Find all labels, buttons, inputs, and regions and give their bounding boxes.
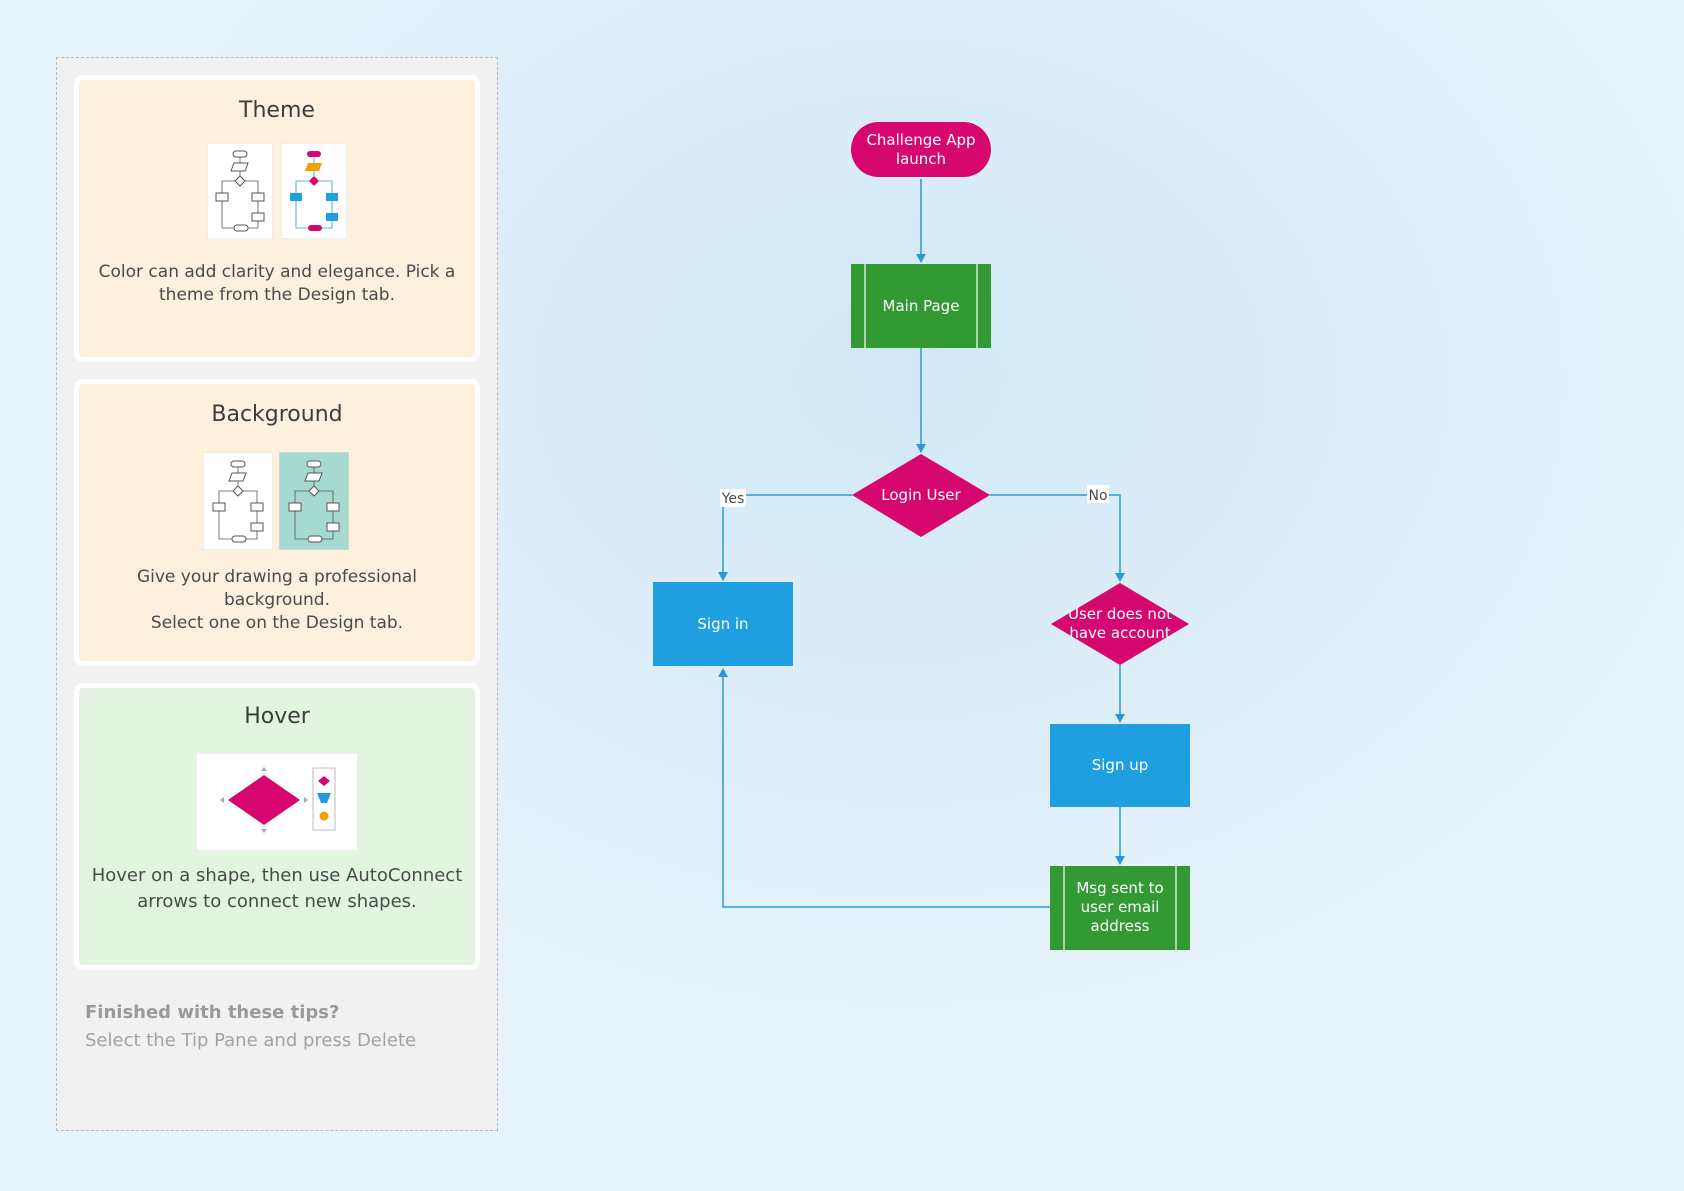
connector-login-no-to-noaccount[interactable]: [990, 494, 1125, 582]
connector-msg-to-signin[interactable]: [718, 668, 1050, 908]
background-tip-text-line1: Give your drawing a professional backgro…: [136, 567, 418, 610]
node-no-account-label-line1: User does not: [1068, 605, 1172, 623]
theme-tip-text-line2: theme from the Design tab.: [159, 285, 395, 305]
flowchart-teal-bg-thumbnail-icon: [279, 452, 349, 550]
finished-tips-title: Finished with these tips?: [85, 1002, 340, 1023]
node-msg-sent[interactable]: Msg sent to user email address: [1050, 866, 1190, 950]
node-no-account[interactable]: User does not have account: [1051, 583, 1189, 665]
hover-tip-text-line2: arrows to connect new shapes.: [137, 891, 417, 912]
node-sign-up[interactable]: Sign up: [1050, 724, 1190, 807]
flowchart-plain-thumbnail-icon: [207, 143, 273, 239]
background-tip-title: Background: [211, 402, 343, 427]
node-sign-up-label: Sign up: [1092, 756, 1149, 774]
node-main-page-label: Main Page: [883, 297, 960, 315]
node-start-label-line1: Challenge App: [866, 131, 975, 149]
tip-pane[interactable]: Theme: [56, 57, 498, 1131]
node-login-user[interactable]: Login User: [852, 454, 990, 537]
node-start[interactable]: Challenge App launch: [851, 122, 991, 177]
finished-tips-text: Select the Tip Pane and press Delete: [85, 1030, 417, 1051]
flowchart-white-bg-thumbnail-icon: [203, 452, 273, 550]
theme-tip-title: Theme: [239, 98, 315, 123]
node-main-page[interactable]: Main Page: [851, 264, 991, 348]
theme-tip-text-line1: Color can add clarity and elegance. Pick…: [98, 262, 456, 282]
hover-tip-card: Hover Hover on a shape, then use AutoCon…: [74, 683, 480, 970]
hover-tip-text: Hover on a shape, then use AutoConnect a…: [89, 863, 465, 915]
edge-label-yes: Yes: [721, 491, 745, 507]
hover-tip-title: Hover: [244, 704, 310, 729]
node-login-user-label: Login User: [881, 486, 961, 504]
node-msg-sent-label-line2: user email: [1081, 898, 1160, 916]
theme-tip-card: Theme: [74, 75, 480, 362]
autoconnect-diamond-thumbnail-icon: [196, 753, 358, 851]
node-sign-in[interactable]: Sign in: [653, 582, 793, 666]
node-no-account-label-line2: have account: [1069, 624, 1170, 642]
connector-login-yes-to-signin[interactable]: [718, 494, 852, 581]
node-sign-in-label: Sign in: [697, 615, 748, 633]
node-start-label-line2: launch: [896, 150, 946, 168]
hover-tip-text-line1: Hover on a shape, then use AutoConnect: [91, 865, 463, 886]
background-tip-card: Background: [74, 379, 480, 666]
theme-tip-text: Color can add clarity and elegance. Pick…: [89, 261, 465, 307]
background-tip-text: Give your drawing a professional backgro…: [89, 566, 465, 635]
node-msg-sent-label-line1: Msg sent to: [1076, 879, 1163, 897]
edge-label-no: No: [1088, 488, 1107, 504]
flowchart-colored-thumbnail-icon: [281, 143, 347, 239]
node-msg-sent-label-line3: address: [1091, 917, 1150, 935]
background-tip-text-line2: Select one on the Design tab.: [150, 613, 404, 633]
